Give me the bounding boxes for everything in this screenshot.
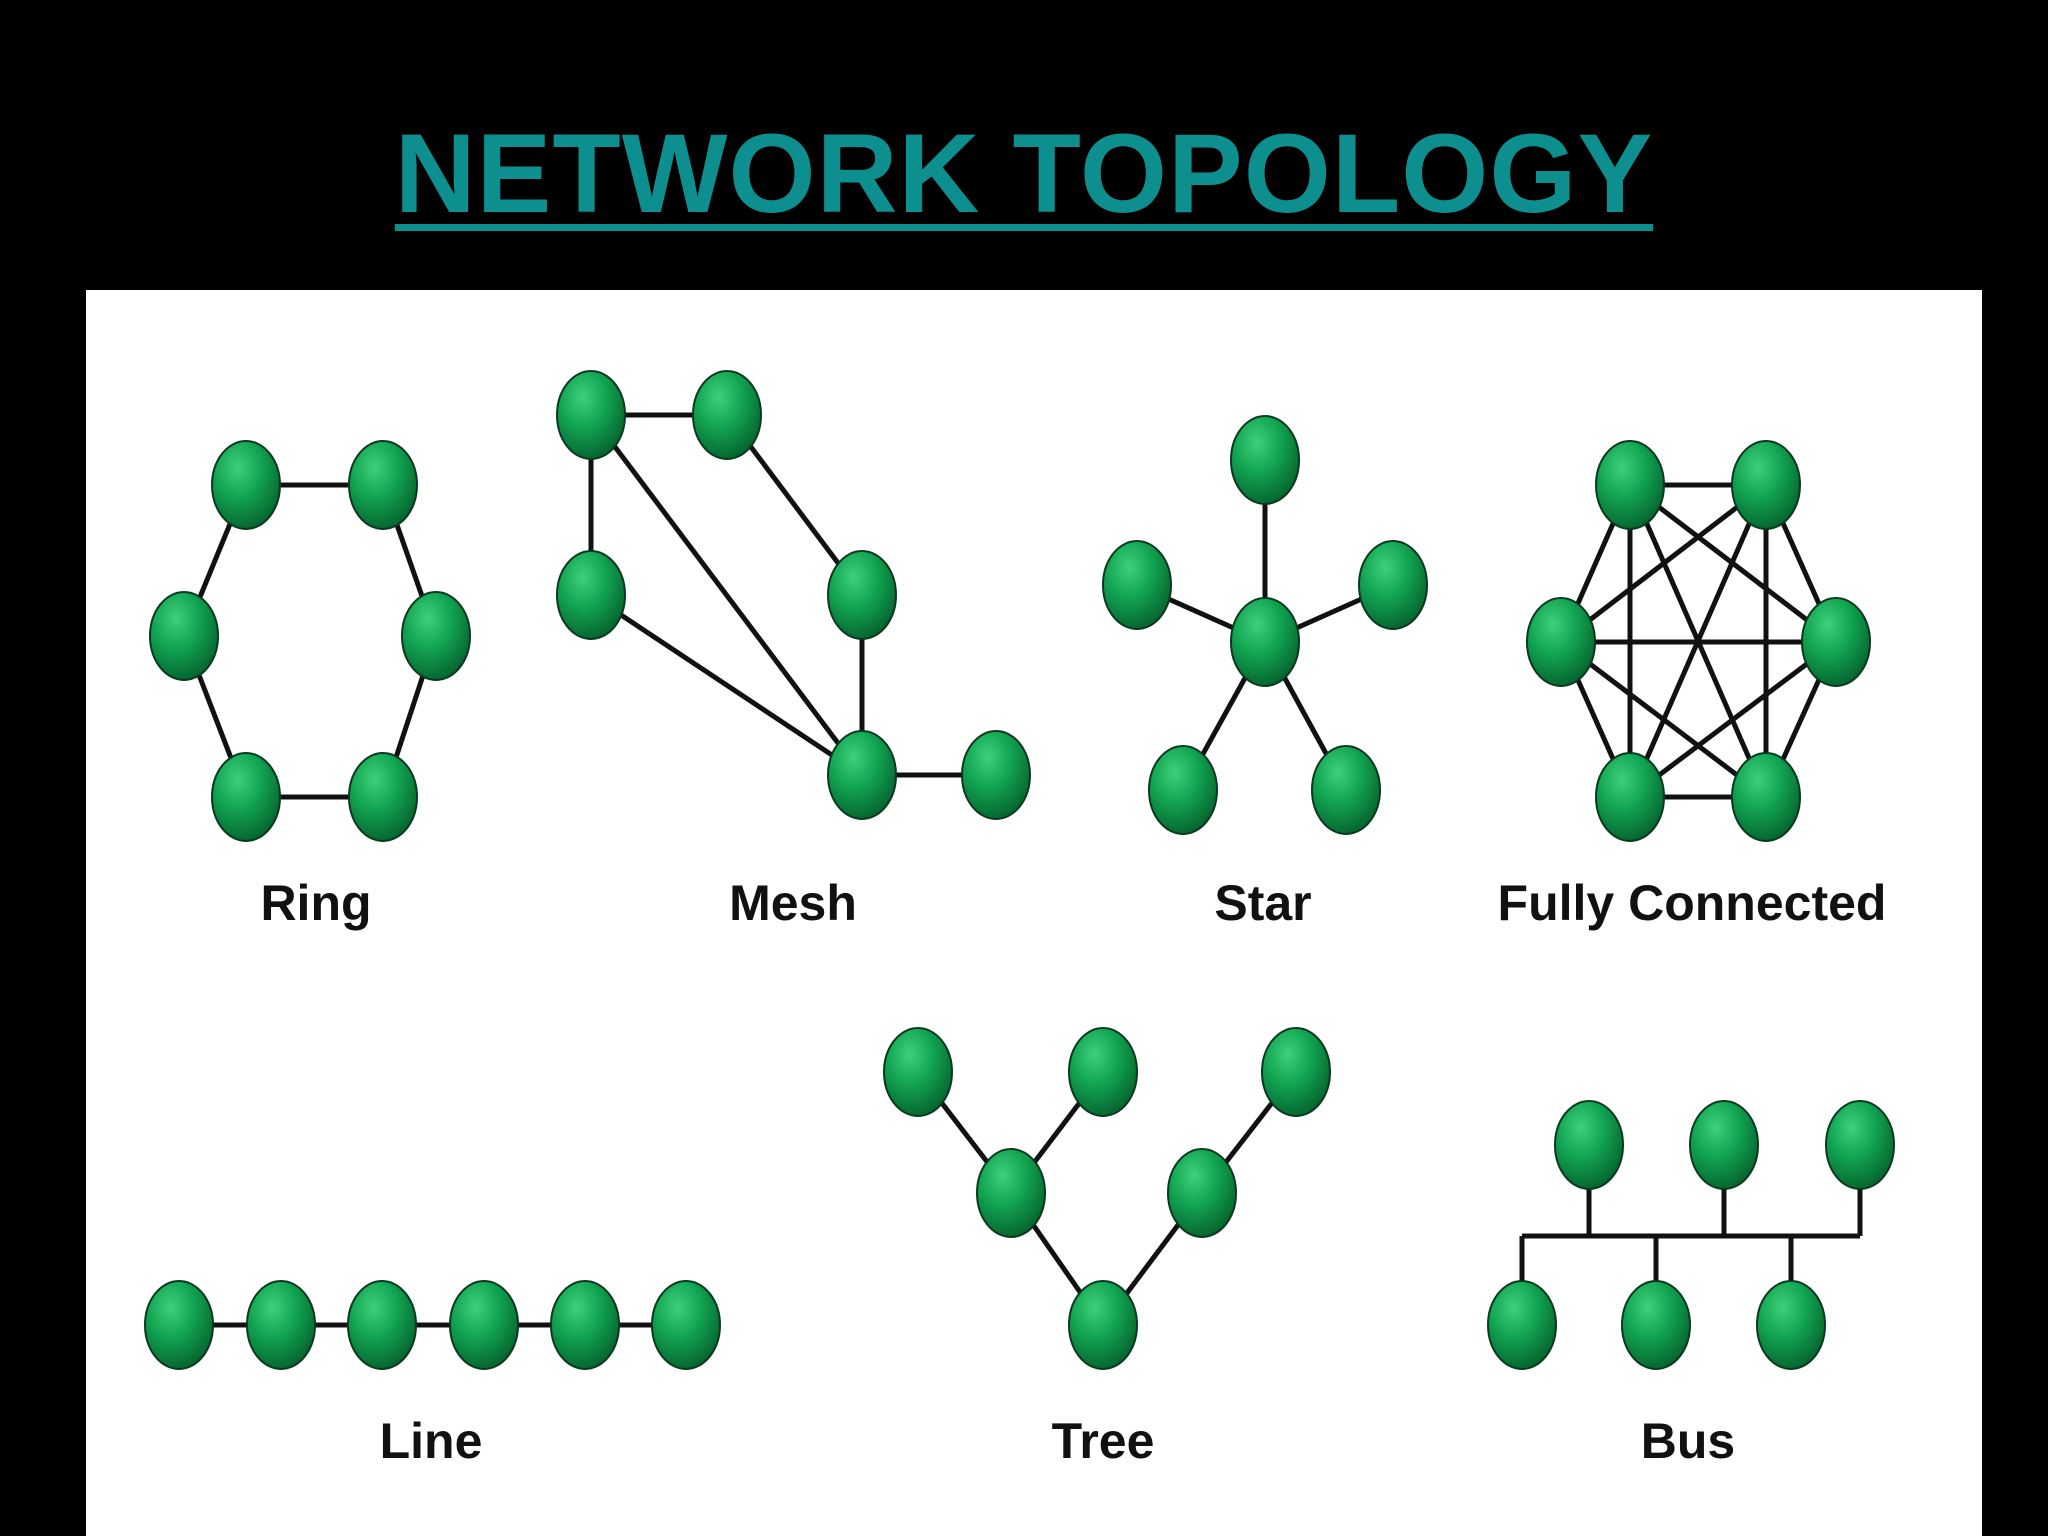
mesh-label: Mesh: [729, 875, 857, 931]
fully-connected-nodes: [1526, 440, 1871, 842]
ring-node: [149, 591, 219, 681]
fc-link: [1559, 640, 1768, 799]
fully-connected-label: Fully Connected: [1498, 875, 1887, 931]
topology-diagram-panel: Ring Mesh: [86, 290, 1982, 1536]
bus-label: Bus: [1641, 1413, 1735, 1469]
mesh-node: [827, 550, 897, 640]
fc-node: [1595, 752, 1665, 842]
star-node: [1148, 745, 1218, 835]
star-nodes: [1102, 415, 1428, 835]
star-node: [1311, 745, 1381, 835]
tree-node: [1261, 1027, 1331, 1117]
mesh-link: [589, 413, 864, 777]
topology-diagram: Ring Mesh: [144, 370, 1895, 1469]
bus-node: [1487, 1280, 1557, 1370]
mesh-node: [827, 730, 897, 820]
line-node: [449, 1280, 519, 1370]
bus-node: [1756, 1280, 1826, 1370]
bus-nodes: [1487, 1100, 1895, 1370]
fc-node: [1526, 597, 1596, 687]
fc-link: [1628, 640, 1838, 799]
fully-connected-topology: [1558, 482, 1839, 800]
ring-nodes: [149, 440, 471, 842]
ring-node: [348, 440, 418, 530]
star-node: [1102, 540, 1172, 630]
line-node: [246, 1280, 316, 1370]
line-node: [651, 1280, 721, 1370]
bus-node: [1554, 1100, 1624, 1190]
star-label: Star: [1214, 875, 1311, 931]
fc-node: [1801, 597, 1871, 687]
fc-node: [1731, 440, 1801, 530]
line-node: [550, 1280, 620, 1370]
mesh-link: [589, 592, 864, 778]
fc-node: [1595, 440, 1665, 530]
ring-node: [401, 591, 471, 681]
bus-node: [1621, 1280, 1691, 1370]
ring-node: [348, 752, 418, 842]
tree-node: [1167, 1148, 1237, 1238]
mesh-node: [961, 730, 1031, 820]
bus-node: [1825, 1100, 1895, 1190]
tree-nodes: [883, 1027, 1331, 1370]
line-node: [144, 1280, 214, 1370]
mesh-node: [692, 370, 762, 460]
ring-topology: [181, 482, 439, 800]
tree-label: Tree: [1052, 1413, 1155, 1469]
ring-label: Ring: [260, 875, 371, 931]
line-node: [347, 1280, 417, 1370]
star-node: [1358, 540, 1428, 630]
tree-root-node: [1068, 1280, 1138, 1370]
line-nodes: [144, 1280, 721, 1370]
tree-node: [976, 1148, 1046, 1238]
slide-title: NETWORK TOPOLOGY: [394, 111, 1654, 236]
mesh-nodes: [556, 370, 1031, 820]
mesh-node: [556, 370, 626, 460]
star-node: [1230, 415, 1300, 505]
fc-node: [1731, 752, 1801, 842]
star-hub-node: [1230, 597, 1300, 687]
ring-node: [211, 752, 281, 842]
ring-node: [211, 440, 281, 530]
tree-node: [883, 1027, 953, 1117]
line-label: Line: [380, 1413, 483, 1469]
tree-node: [1068, 1027, 1138, 1117]
bus-node: [1689, 1100, 1759, 1190]
mesh-node: [556, 550, 626, 640]
mesh-topology: [588, 412, 996, 778]
fc-link: [1559, 483, 1768, 644]
